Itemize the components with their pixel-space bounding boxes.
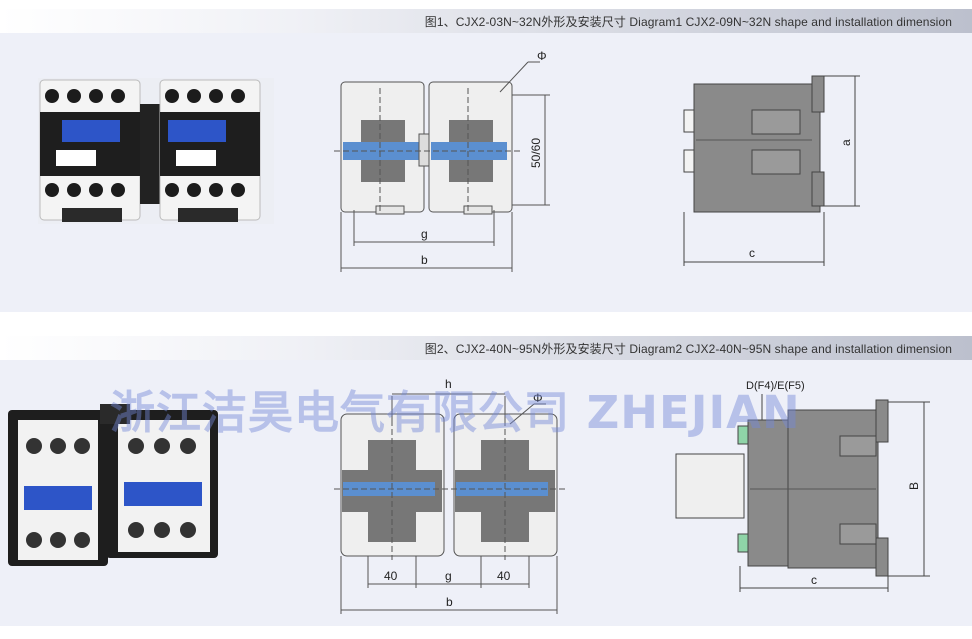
- diagram1-a-label: a: [839, 139, 853, 146]
- diagram1-side-view: [683, 75, 860, 266]
- diagram1-front-view: [334, 61, 550, 272]
- diagram1-phi-label: Φ: [537, 49, 547, 63]
- diagram1-g-label: g: [421, 227, 428, 241]
- diagram1-product-photo: [38, 78, 274, 224]
- diagram2-phi-label: Φ: [533, 391, 543, 405]
- diagram1-b-label: b: [421, 253, 428, 267]
- diagram1-c-label: c: [749, 246, 755, 260]
- diagram2-caption: 图2、CJX2-40N~95N外形及安装尺寸 Diagram2 CJX2-40N…: [424, 342, 952, 356]
- diagram2-h-label: h: [445, 377, 452, 391]
- diagram2-b-label: b: [446, 595, 453, 609]
- diagram2-front-view: [334, 393, 565, 614]
- diagram1-header: 图1、CJX2-03N~32N外形及安装尺寸 Diagram1 CJX2-09N…: [0, 9, 972, 33]
- diagram1-caption: 图1、CJX2-03N~32N外形及安装尺寸 Diagram1 CJX2-09N…: [424, 15, 952, 29]
- diagram2-header: 图2、CJX2-40N~95N外形及安装尺寸 Diagram2 CJX2-40N…: [0, 336, 972, 360]
- diagram2-B-label: B: [907, 482, 921, 490]
- company-watermark: 浙江洁昊电气有限公司 ZHEJIAN: [110, 386, 801, 439]
- diagram2-side-view: [675, 394, 930, 592]
- diagram1-mount-dimension-label: 50/60: [529, 138, 543, 168]
- diagram2-left-40-label: 40: [384, 569, 398, 583]
- diagram2-c-label: c: [811, 573, 817, 587]
- diagram2-right-40-label: 40: [497, 569, 511, 583]
- diagram2-accessory-label: D(F4)/E(F5): [746, 380, 805, 392]
- diagram2-g-label: g: [445, 569, 452, 583]
- diagram2-product-photo: [8, 404, 218, 566]
